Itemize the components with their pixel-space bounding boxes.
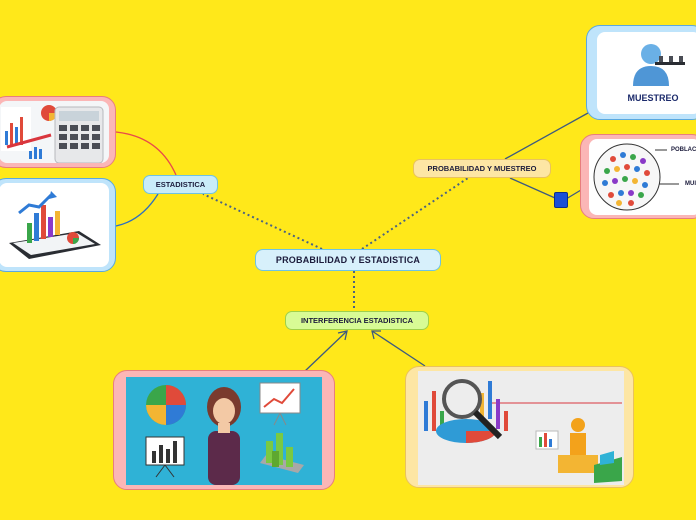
connector-handle-poblacion [565,189,582,200]
muestreo-image [597,32,696,114]
connector-inf-magnify [371,330,426,367]
arrowhead-inf-up-left [337,330,348,341]
topic-probabilidad-muestreo[interactable]: PROBABILIDAD Y MUESTREO [413,159,551,178]
image-card-calculator[interactable] [0,96,116,168]
image-card-muestreo[interactable]: MUESTREO [586,25,696,120]
magnifier-charts-image [418,371,624,485]
connector-prob-muestreo [504,112,589,160]
topic-inferencia-estadistica[interactable]: INTERFERENCIA ESTADISTICA [285,311,429,330]
image-card-tablet-chart[interactable] [0,178,116,272]
connector-inf-woman [303,330,348,373]
connector-prob-poblacion [509,177,556,199]
image-card-magnifier-charts[interactable] [405,366,634,488]
image-card-woman-charts[interactable] [113,370,335,490]
woman-charts-image [126,377,322,485]
arrowhead-inf-up-right [371,330,381,340]
topic-estadistica[interactable]: ESTADISTICA [143,175,218,194]
drag-handle[interactable] [554,192,568,208]
center-topic[interactable]: PROBABILIDAD Y ESTADISTICA [255,249,441,271]
connector-center-probabilidad [361,177,469,250]
muestreo-label: MUESTREO [627,93,679,103]
connector-estadistica-tablet [115,193,159,227]
image-card-poblacion[interactable]: POBLAC MUI [580,134,696,219]
person-icon [641,44,661,64]
poblacion-image [589,139,696,215]
poblacion-label: POBLAC [671,147,696,153]
crowd-icon [602,152,650,206]
connector-estadistica-calc [115,131,177,176]
pie-chart-icon [146,385,186,425]
calculator-chart-image [0,101,109,163]
person-3d-icon [558,418,598,473]
woman-figure [207,387,241,485]
connector-center-estadistica [202,193,323,250]
tablet-chart-image [0,183,109,267]
bar-chart-3d-icon [260,433,304,473]
muestra-label: MUI [685,181,696,187]
magnifier-icon [442,379,503,440]
